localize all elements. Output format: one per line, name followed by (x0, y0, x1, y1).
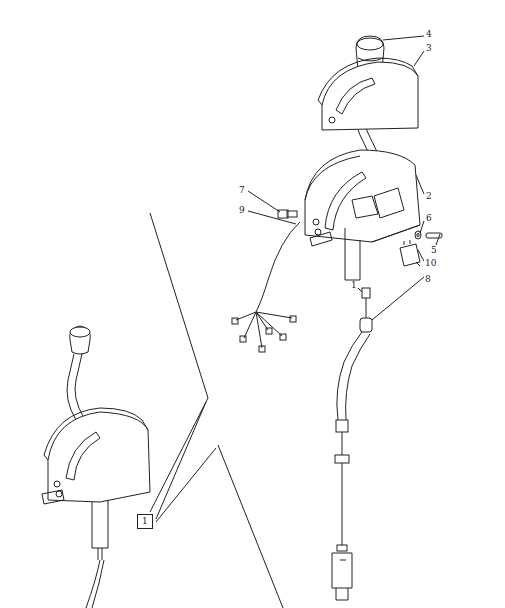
break-line (150, 213, 208, 512)
control-cable (332, 288, 372, 600)
callout-number: 4 (425, 30, 433, 39)
callout-number: 5 (430, 246, 438, 255)
bolt (278, 210, 297, 218)
assembled-shifter (42, 326, 150, 608)
switch (400, 240, 420, 266)
lever-housing (305, 150, 420, 280)
callout-number: 7 (238, 186, 246, 195)
wire-harness (232, 222, 300, 352)
callout-number: 9 (238, 206, 246, 215)
break-line (218, 445, 283, 608)
leader-line (156, 448, 216, 522)
callout-number: 2 (425, 192, 433, 201)
callout-number: 6 (425, 214, 433, 223)
callout-number: 10 (424, 259, 437, 268)
callout-number: 1 (142, 516, 148, 526)
callout-number: 8 (424, 275, 432, 284)
dust-cover (318, 58, 418, 130)
leader-lines (248, 36, 440, 320)
callout-number: 3 (425, 44, 433, 53)
leader-line (156, 402, 206, 519)
callout-number: 1 (350, 281, 358, 290)
callout-box: 1 (137, 514, 153, 529)
